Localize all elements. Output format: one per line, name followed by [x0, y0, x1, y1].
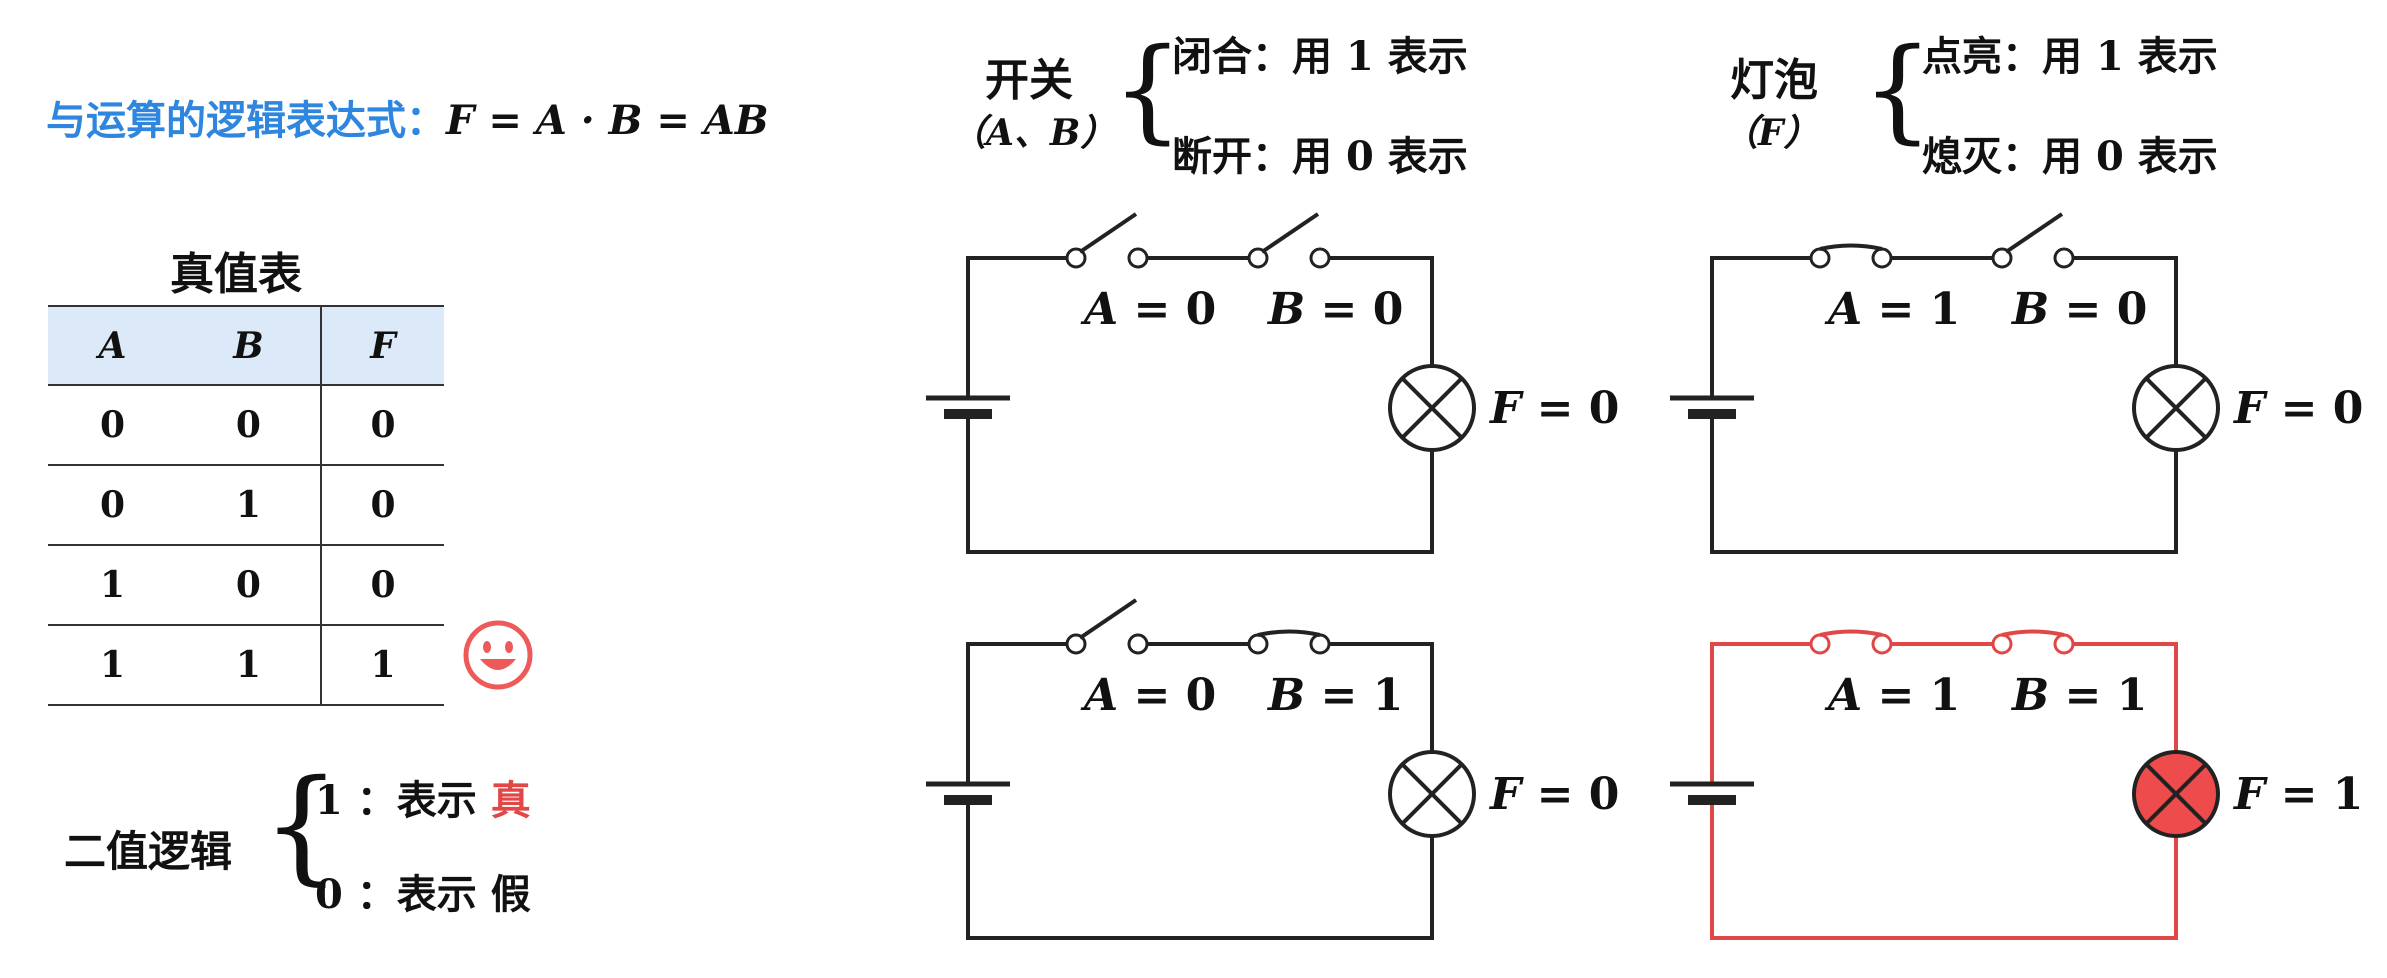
label-b: B = 0 — [1266, 284, 1403, 335]
cell-b: 0 — [176, 545, 321, 626]
truth-table: A B F 0 0 0 0 1 0 1 0 0 1 1 1 — [48, 305, 444, 706]
wire-bottom — [1710, 418, 2178, 554]
bulb-legend-vars: （F） — [1722, 112, 1820, 154]
label-f: F = 0 — [1488, 383, 1619, 434]
header-f: F — [319, 305, 444, 386]
switch-b — [1247, 629, 1331, 655]
circuit-1: A = 0 B = 0 F = 0 — [926, 212, 1619, 554]
true-word: 真 — [490, 778, 531, 824]
cell-f: 0 — [319, 545, 444, 626]
switch-legend-title: 开关 — [985, 55, 1073, 106]
label-a: A = 0 — [1080, 284, 1216, 335]
cell-b: 0 — [176, 385, 321, 466]
cell-b: 1 — [176, 465, 321, 546]
binary-logic-label: 二值逻辑 — [64, 827, 233, 876]
cell-a: 0 — [48, 465, 177, 546]
wire-top-left — [966, 642, 1076, 784]
cell-f: 0 — [319, 385, 444, 466]
switch-b — [1991, 212, 2075, 269]
label-a: A = 0 — [1080, 670, 1216, 721]
wire-bottom — [966, 418, 1434, 554]
bulb-legend-brace: { — [1862, 25, 1934, 155]
label-f: F = 0 — [1488, 769, 1619, 820]
table-row: 1 1 1 — [48, 625, 444, 706]
header-a: A — [48, 305, 177, 386]
cell-f: 0 — [319, 465, 444, 546]
bulb-off-line: 熄灭：用 0 表示 — [1922, 133, 2218, 180]
header-b: B — [176, 305, 321, 386]
false-word: 假 — [490, 872, 531, 918]
cell-a: 1 — [48, 545, 177, 626]
table-row: 1 0 0 — [48, 545, 444, 626]
switch-open-line: 断开：用 0 表示 — [1172, 133, 1468, 180]
switch-a — [1809, 629, 1893, 655]
lamp-off-icon — [1388, 364, 1476, 452]
lamp-off-icon — [1388, 750, 1476, 838]
cell-f: 1 — [319, 625, 444, 706]
label-f: F = 1 — [2232, 769, 2363, 820]
wire-top-right — [1320, 642, 1434, 752]
page-title: 与运算的逻辑表达式：F = A · B = AB — [46, 88, 769, 146]
lamp-on-icon — [2132, 750, 2220, 838]
switch-legend-brace: { — [1112, 25, 1184, 155]
wire-top-right — [1320, 256, 1434, 366]
label-b: B = 0 — [2010, 284, 2147, 335]
binary-logic-brace: { — [262, 754, 341, 898]
binary-true-line: 1 ：表示 真 — [315, 777, 531, 824]
wire-bottom — [966, 804, 1434, 940]
wire-top-right — [2064, 642, 2178, 752]
table-row: 0 0 0 — [48, 385, 444, 466]
cell-b: 1 — [176, 625, 321, 706]
truth-table-title: 真值表 — [170, 249, 302, 300]
label-f: F = 0 — [2232, 383, 2363, 434]
title-label: 与运算的逻辑表达式： — [46, 98, 446, 144]
switch-closed-line: 闭合：用 1 表示 — [1172, 33, 1468, 80]
cell-a: 1 — [48, 625, 177, 706]
lamp-off-icon — [2132, 364, 2220, 452]
switch-legend-vars: （A、B） — [950, 112, 1117, 154]
wire-top-left — [1710, 642, 1820, 784]
label-a: A = 1 — [1824, 284, 1960, 335]
switch-a — [1065, 212, 1149, 269]
truth-table-header-row: A B F — [48, 305, 444, 386]
circuit-3: A = 0 B = 1 F = 0 — [926, 598, 1619, 940]
wire-top-left — [966, 256, 1076, 398]
table-row: 0 1 0 — [48, 465, 444, 546]
wire-bottom — [1710, 804, 2178, 940]
switch-b — [1991, 629, 2075, 655]
bulb-legend-title: 灯泡 — [1730, 55, 1818, 106]
circuit-4: A = 1 B = 1 F = 1 — [1670, 629, 2363, 940]
circuit-2: A = 1 B = 0 F = 0 — [1670, 212, 2363, 554]
switch-a — [1809, 243, 1893, 269]
wire-top-right — [2064, 256, 2178, 366]
label-b: B = 1 — [2010, 670, 2147, 721]
binary-false-line: 0 ：表示 假 — [315, 871, 531, 918]
switch-b — [1247, 212, 1331, 269]
label-a: A = 1 — [1824, 670, 1960, 721]
label-b: B = 1 — [1266, 670, 1403, 721]
switch-a — [1065, 598, 1149, 655]
bulb-on-line: 点亮：用 1 表示 — [1922, 33, 2218, 80]
title-expression: F = A · B = AB — [446, 97, 769, 144]
smiley-icon — [463, 620, 533, 690]
cell-a: 0 — [48, 385, 177, 466]
wire-top-left — [1710, 256, 1820, 398]
